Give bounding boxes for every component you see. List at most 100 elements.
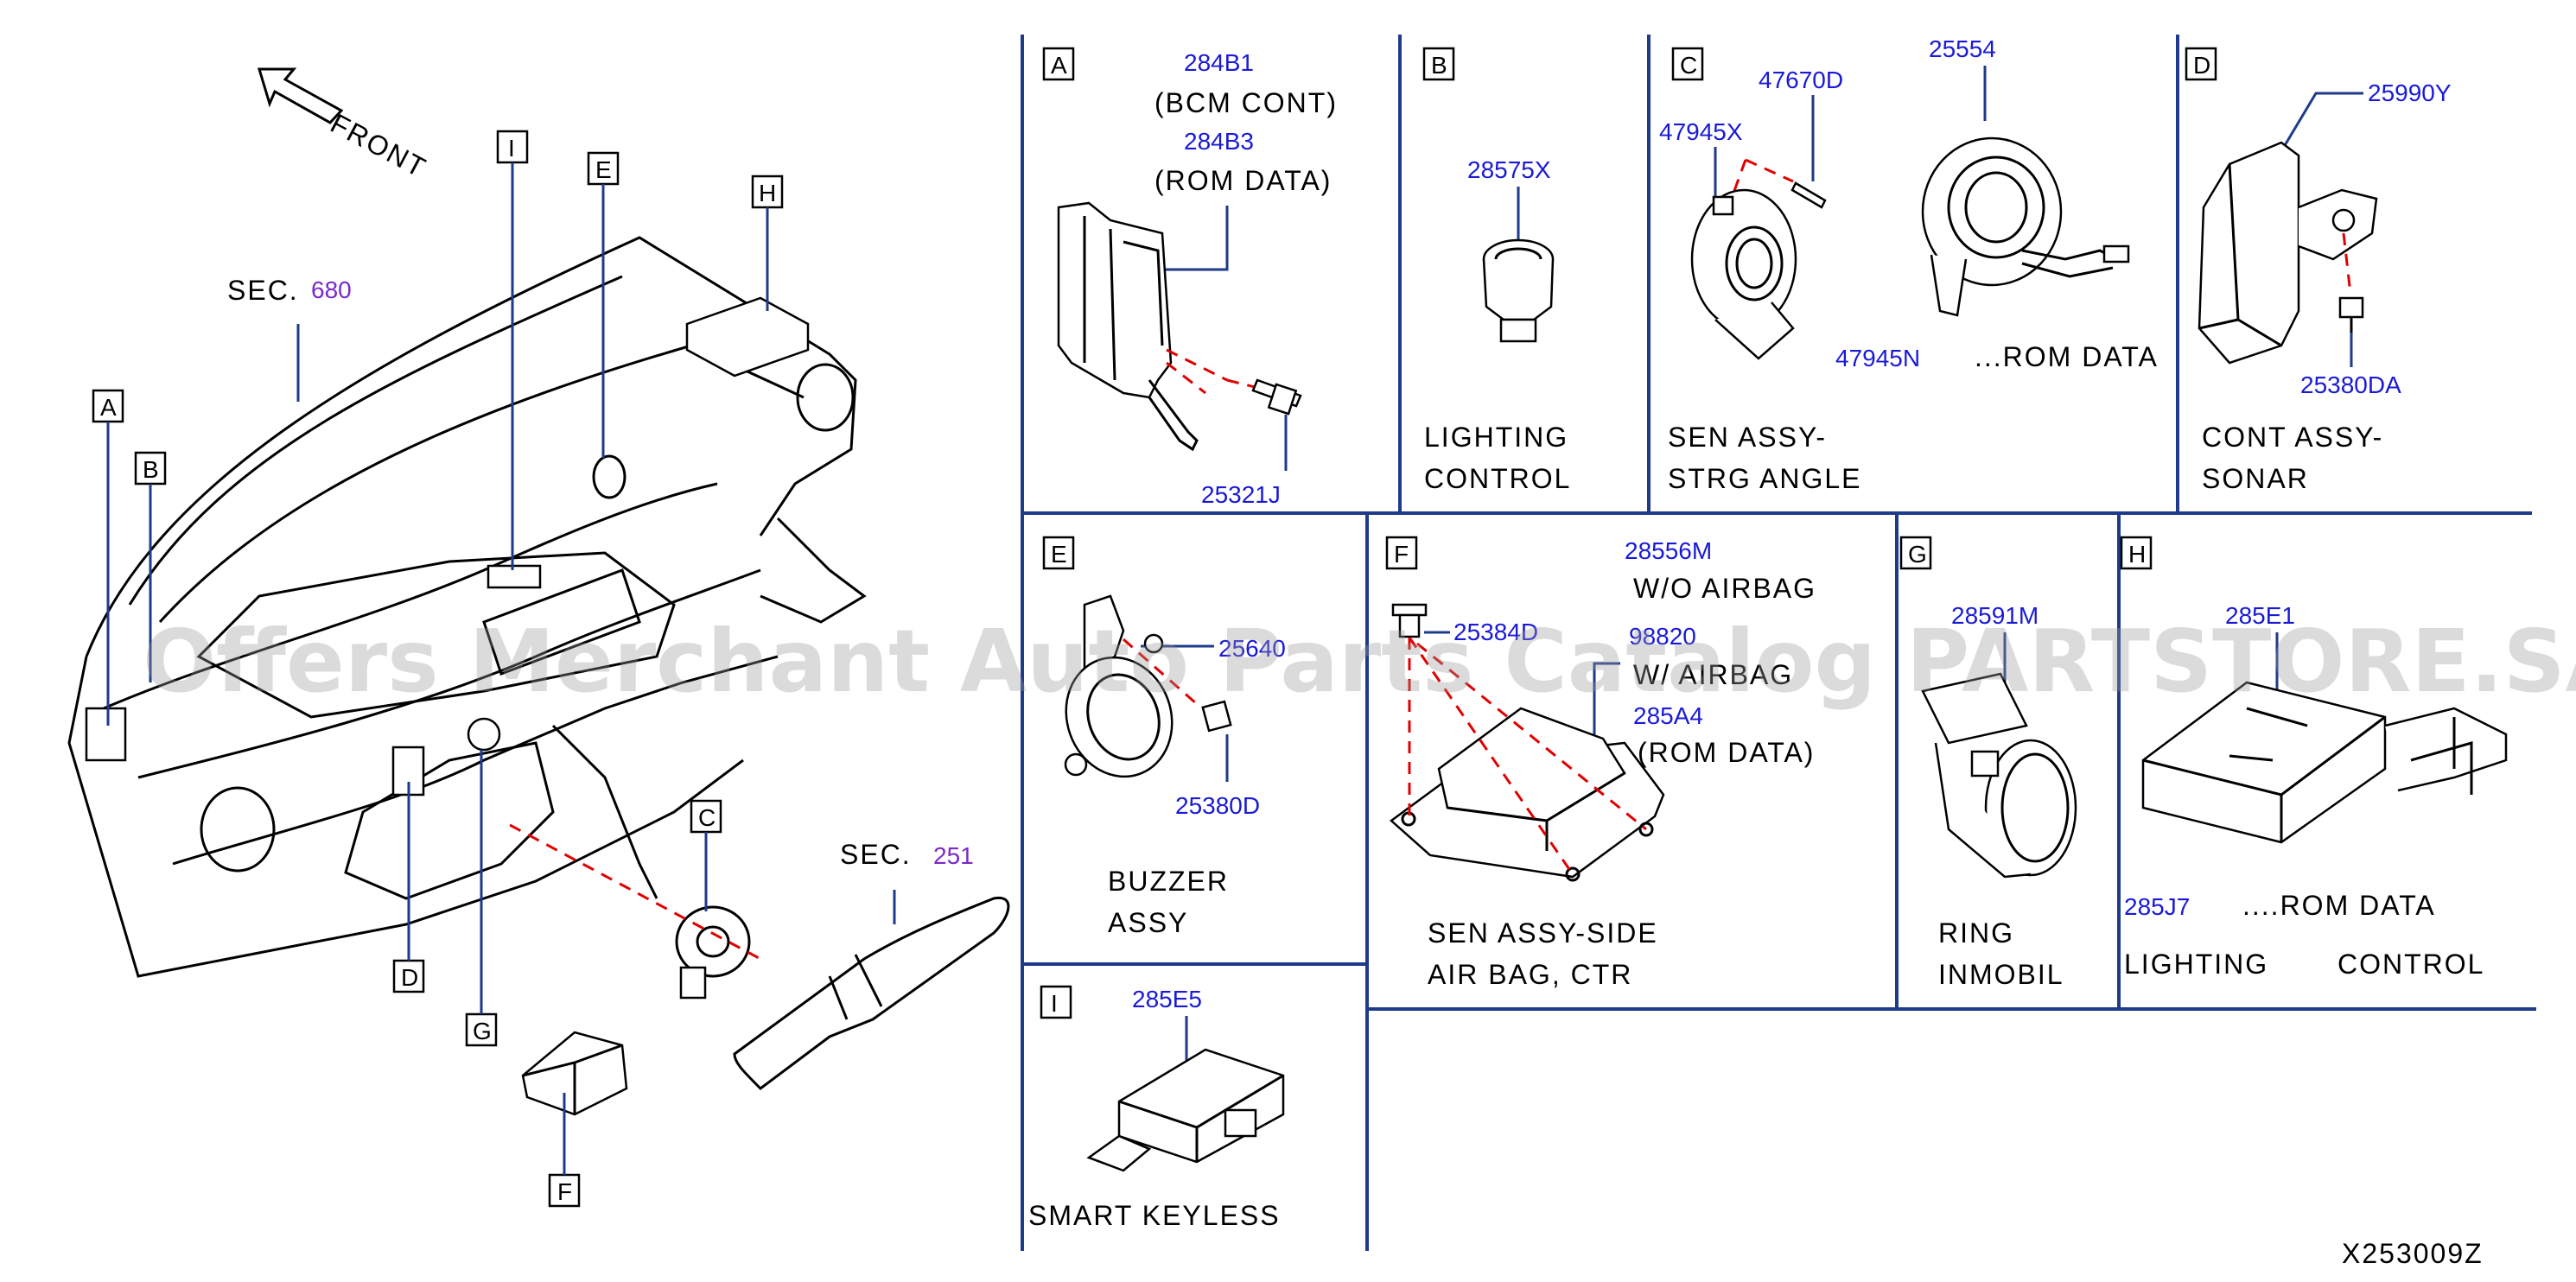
buzzer-drawing [1064, 594, 1174, 778]
inmobil-label: INMOBIL [1938, 959, 2064, 990]
callout-letter: F [557, 1178, 572, 1205]
callout-letter: G [1908, 541, 1927, 568]
overview-dashboard: FRONT [67, 67, 1010, 1116]
callout-b: B [134, 451, 167, 682]
panel-i: I 285E5 SMART KEYLESS [1028, 985, 1285, 1231]
part-number-285e1: 285E1 [2225, 602, 2295, 629]
callout-letter: I [508, 135, 515, 162]
panel-g: G 28591M RING INMOBIL [1899, 536, 2077, 990]
sen-assy-label: SEN ASSY- [1668, 422, 1827, 453]
callout-letter: H [759, 180, 776, 206]
part-number-28591m: 28591M [1951, 602, 2039, 629]
bolt-icon [1251, 378, 1302, 416]
part-number-25554: 25554 [1929, 35, 1996, 62]
callout-f: F [548, 1093, 581, 1208]
sec-680-prefix: SEC. [227, 275, 299, 306]
panel-b: B 28575X LIGHTING CONTROL [1422, 47, 1571, 494]
part-number-285a4: 285A4 [1633, 702, 1703, 729]
strg-angle-label: STRG ANGLE [1668, 463, 1862, 494]
panel-d: D 25990Y 25380DA CONT ASSY- SONAR [2185, 47, 2452, 494]
smart-keyless-label: SMART KEYLESS [1028, 1200, 1281, 1231]
panel-h: H 285E1 285J7 ....ROM DATA LIGHTING CONT… [2120, 536, 2508, 980]
callout-a: A [92, 389, 124, 726]
callout-letter: C [698, 804, 716, 831]
immobilizer-ring-drawing [1921, 672, 2077, 879]
screw-icon [1790, 181, 1827, 209]
part-number-98820: 98820 [1629, 623, 1696, 650]
callout-letter: B [143, 456, 159, 483]
front-arrow-icon [257, 67, 344, 124]
callout-letter: E [595, 156, 612, 183]
w-airbag-label: W/ AIRBAG [1633, 659, 1793, 690]
sonar-control-drawing [2198, 141, 2378, 365]
callout-e: E [587, 151, 620, 458]
part-number-47945x: 47945X [1659, 118, 1743, 145]
part-number-284b1: 284B1 [1184, 49, 1254, 76]
callout-i: I [496, 130, 529, 570]
callout-g: G [465, 750, 498, 1047]
part-number-47945n: 47945N [1835, 345, 1920, 371]
panel-a: A 284B1 (BCM CONT) 284B3 (ROM DATA) 2532… [1042, 47, 1338, 508]
panel-e: E 25640 25380D BUZZER ASSY [1042, 536, 1286, 938]
panel-f: F 28556M W/O AIRBAG 25384D 98820 W/ AIRB… [1385, 536, 1816, 990]
lighting-label: LIGHTING [1424, 422, 1568, 453]
steering-angle-sensor-drawing [1690, 188, 1797, 360]
callout-c: C [690, 799, 722, 911]
callout-d: D [392, 782, 425, 993]
control-label: CONTROL [1424, 463, 1571, 494]
part-number-285e5: 285E5 [1132, 986, 1202, 1012]
part-number-28556m: 28556M [1625, 537, 1712, 564]
callout-letter: G [473, 1018, 492, 1044]
part-number-25384d: 25384D [1453, 619, 1538, 645]
lighting-label: LIGHTING [2124, 949, 2268, 980]
sen-assy-side-label: SEN ASSY-SIDE [1428, 917, 1658, 949]
bcm-cont-label: (BCM CONT) [1154, 87, 1338, 118]
rom-data-note: ....ROM DATA [2242, 890, 2436, 921]
panel-c: C 47670D 47945X 25554 47945N ...ROM DATA [1659, 35, 2159, 494]
lighting-control-module-drawing [2141, 681, 2508, 844]
part-number-25990y: 25990Y [2368, 79, 2452, 106]
rom-data-note: ...ROM DATA [1975, 341, 2159, 372]
assy-label: ASSY [1108, 907, 1188, 938]
callout-letter: A [1051, 52, 1067, 79]
part-number-28575x: 28575X [1467, 156, 1551, 183]
front-label: FRONT [326, 107, 432, 183]
callout-letter: D [2193, 52, 2210, 79]
callout-letter: A [100, 394, 117, 421]
part-number-25321j: 25321J [1201, 481, 1281, 508]
lighting-switch-drawing [1482, 238, 1555, 343]
callout-letter: F [1394, 541, 1409, 568]
part-number-285j7: 285J7 [2124, 893, 2190, 920]
callout-letter: I [1051, 990, 1058, 1017]
cont-assy-label: CONT ASSY- [2202, 422, 2383, 453]
panel-grid [1021, 35, 2536, 1251]
callout-letter: C [1680, 52, 1697, 79]
diagram-code: X253009Z [2342, 1238, 2484, 1269]
part-number-47670d: 47670D [1759, 67, 1843, 93]
watermark: Offers Merchant Auto Parts Catalog PARTS… [143, 611, 2576, 712]
sec-251-number: 251 [933, 842, 974, 869]
bolt-icon [1201, 700, 1232, 733]
bolt-icon [1391, 603, 1428, 638]
part-number-284b3: 284B3 [1184, 128, 1254, 155]
callout-letter: H [2128, 541, 2146, 568]
part-number-25380da: 25380DA [2300, 371, 2401, 398]
buzzer-label: BUZZER [1108, 866, 1229, 897]
bcm-unit-drawing [1057, 201, 1199, 452]
part-number-25380d: 25380D [1175, 792, 1260, 819]
part-number-25640: 25640 [1218, 635, 1286, 662]
control-label: CONTROL [2337, 949, 2484, 980]
air-bag-ctr-label: AIR BAG, CTR [1428, 959, 1632, 990]
airbag-sensor-drawing [1390, 707, 1665, 882]
rom-data-label: (ROM DATA) [1154, 165, 1332, 196]
spiral-cable-drawing [1921, 136, 2130, 317]
callout-letter: E [1051, 541, 1067, 568]
ring-label: RING [1938, 917, 2014, 949]
callout-h: H [751, 175, 784, 311]
callout-letter: D [401, 964, 418, 991]
wo-airbag-label: W/O AIRBAG [1633, 573, 1816, 604]
rom-data-label: (ROM DATA) [1638, 737, 1815, 768]
sec-251-prefix: SEC. [840, 839, 912, 870]
smart-keyless-unit-drawing [1086, 1048, 1285, 1172]
